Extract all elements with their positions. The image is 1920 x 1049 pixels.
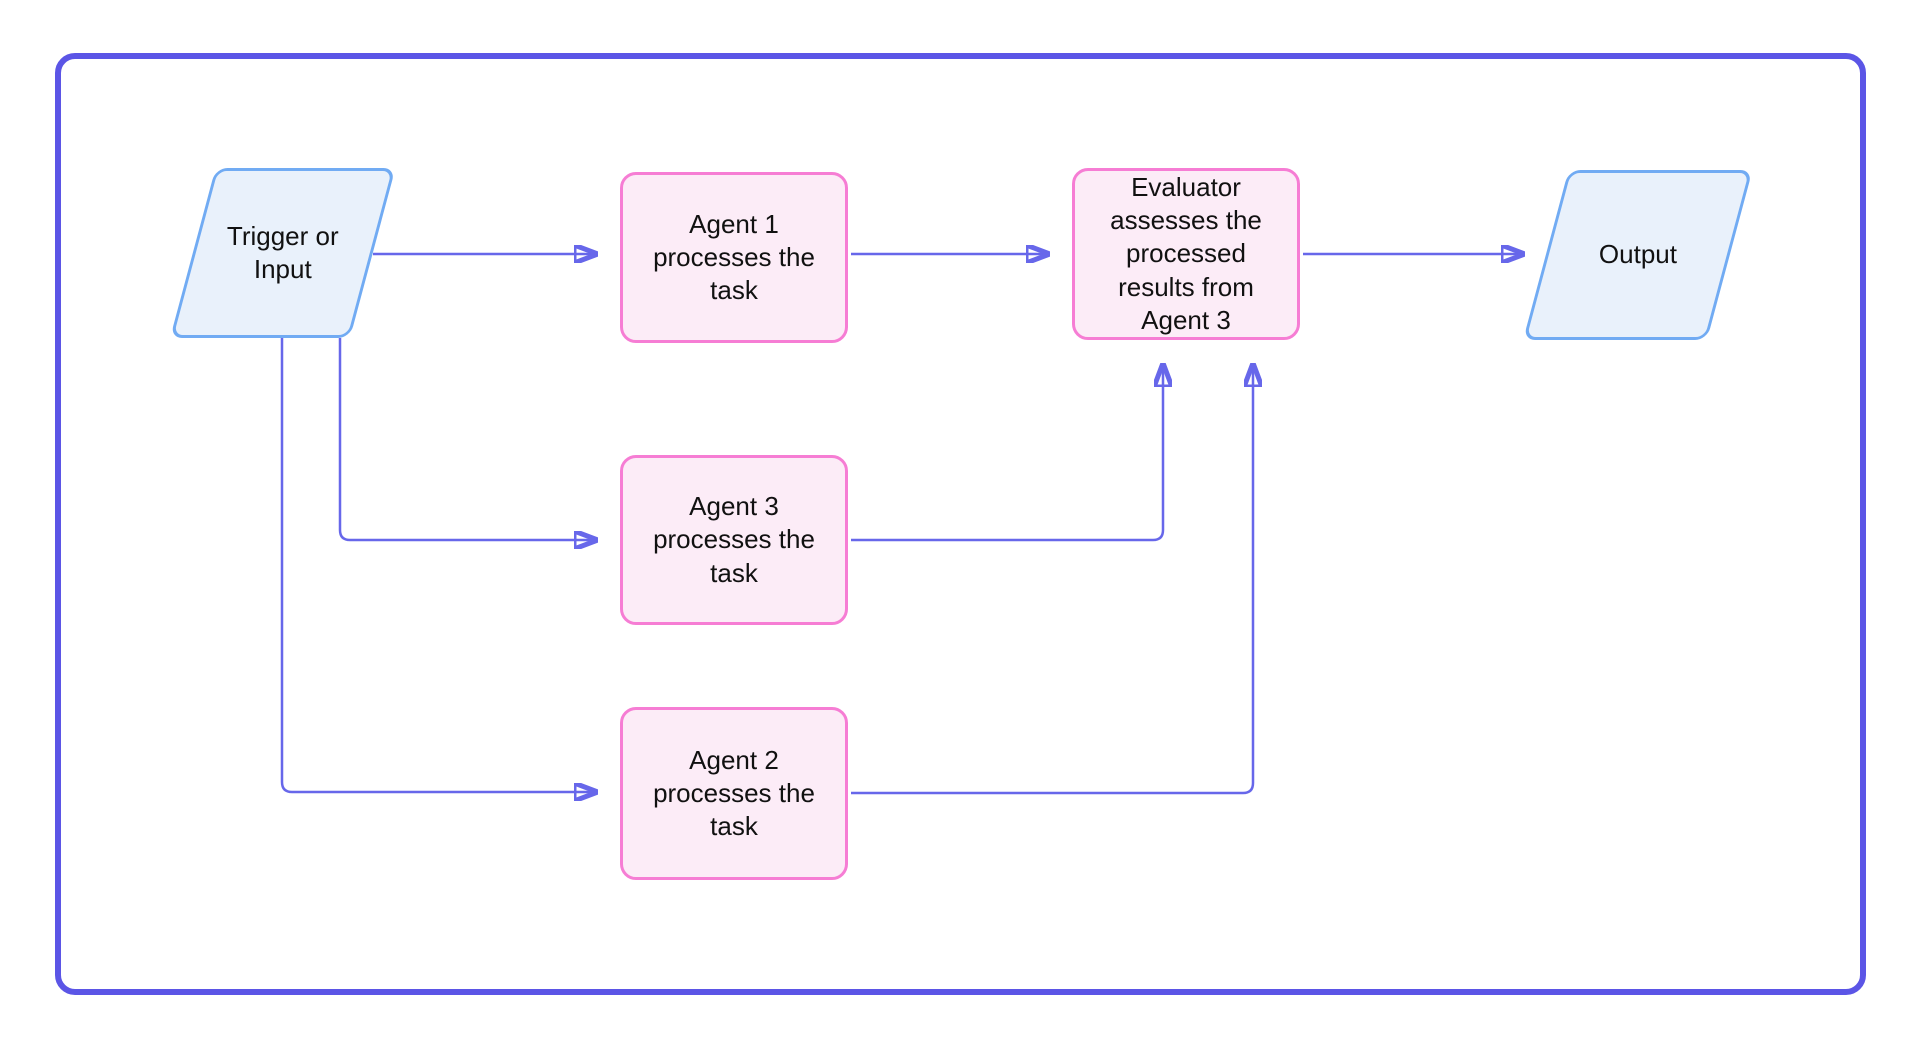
edge-agent3-evaluator — [851, 367, 1163, 542]
node-output-label: Output — [1598, 239, 1677, 270]
edge-trigger-agent3 — [338, 338, 594, 540]
node-agent-2-label: Agent 2 processes the task — [653, 744, 815, 841]
outer-frame — [55, 53, 1866, 995]
node-agent-3: Agent 3 processes the task — [620, 455, 848, 625]
edge-agent2-evaluator — [851, 367, 1253, 795]
node-evaluator: Evaluator assesses the processed results… — [1072, 168, 1300, 340]
node-agent-1: Agent 1 processes the task — [620, 172, 848, 343]
node-agent-1-label: Agent 1 processes the task — [653, 208, 815, 305]
node-trigger-input-label: Trigger or Input — [226, 220, 339, 284]
edge-trigger-agent2 — [280, 338, 594, 792]
node-evaluator-label: Evaluator assesses the processed results… — [1110, 172, 1262, 335]
node-agent-2: Agent 2 processes the task — [620, 707, 848, 880]
node-agent-3-label: Agent 3 processes the task — [653, 491, 815, 588]
